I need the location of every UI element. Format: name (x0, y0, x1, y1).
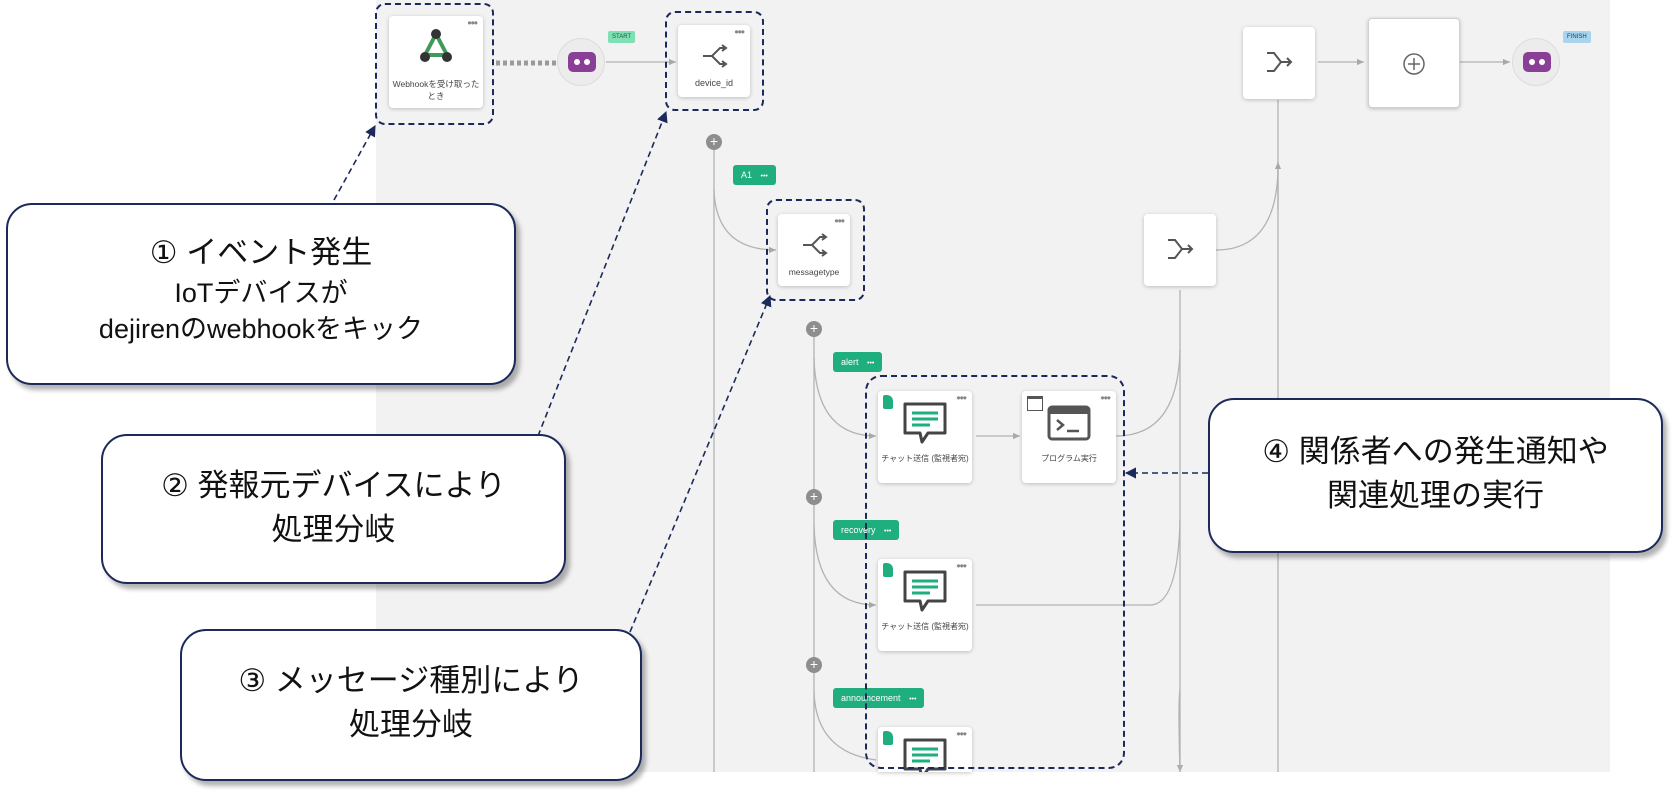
messagetype-branch-node[interactable]: ••• messagetype (778, 214, 850, 286)
merge-node-outer[interactable] (1243, 27, 1315, 99)
add-step-node[interactable] (1368, 18, 1460, 108)
merge-node-inner[interactable] (1144, 214, 1216, 286)
merge-icon (1264, 49, 1294, 80)
add-branch-button[interactable]: + (706, 134, 722, 150)
dejiren-logo-icon (883, 563, 893, 577)
device-id-node-label: device_id (694, 78, 734, 88)
node-menu-icon[interactable]: ••• (956, 559, 967, 573)
branch-tag-a1[interactable]: A1 ••• (733, 165, 776, 185)
dejiren-logo-icon (883, 395, 893, 409)
node-menu-icon[interactable]: ••• (834, 214, 845, 228)
start-robot-icon (557, 38, 605, 86)
branch-tag-label: announcement (841, 693, 901, 703)
program-node-label: プログラム実行 (1041, 454, 1097, 463)
add-branch-button[interactable]: + (806, 657, 822, 673)
branch-tag-alert[interactable]: alert ••• (833, 352, 883, 372)
node-menu-icon[interactable]: ••• (734, 25, 745, 39)
branch-tag-label: A1 (741, 170, 753, 180)
finish-robot-icon (1512, 38, 1560, 86)
highlight-messagetype (766, 199, 865, 301)
callout-event: ① イベント発生 IoTデバイスが dejirenのwebhookをキック (6, 203, 516, 385)
messagetype-node-label: messagetype (788, 267, 840, 277)
node-menu-icon[interactable]: ••• (467, 16, 478, 30)
terminal-small-icon (1027, 396, 1043, 411)
branch-icon (700, 43, 728, 74)
tag-menu-icon[interactable]: ••• (884, 528, 892, 535)
branch-icon (800, 232, 828, 263)
highlight-actions (865, 375, 1125, 769)
chat-node-label: チャット送信 (監視者宛) (881, 454, 969, 463)
callout-message-branch-text: ③ メッセージ種別により 処理分岐 (238, 663, 584, 742)
tag-menu-icon[interactable]: ••• (909, 696, 917, 703)
callout-message-branch: ③ メッセージ種別により 処理分岐 (180, 629, 642, 781)
chat-bubble-icon (902, 401, 948, 450)
dejiren-logo-icon (883, 731, 893, 745)
callout-actions-text: ④ 関係者への発生通知や 関連処理の実行 (1262, 434, 1609, 513)
program-execute-node[interactable]: ••• プログラム実行 (1022, 391, 1116, 483)
callout-actions: ④ 関係者への発生通知や 関連処理の実行 (1208, 398, 1663, 553)
branch-tag-label: recovery (841, 525, 876, 535)
branch-tag-label: alert (841, 357, 859, 367)
webhook-trigger-node[interactable]: ••• Webhookを受け取ったとき (389, 16, 483, 108)
chat-node-label: チャット送信 (監視者宛) (881, 622, 969, 631)
device-id-branch-node[interactable]: ••• device_id (678, 25, 750, 97)
add-branch-button[interactable]: + (806, 321, 822, 337)
chat-send-node-3[interactable]: ••• (878, 727, 972, 772)
webhook-icon (414, 27, 458, 72)
chat-send-node-2[interactable]: ••• チャット送信 (監視者宛) (878, 559, 972, 651)
chat-bubble-icon (902, 569, 948, 618)
node-menu-icon[interactable]: ••• (1100, 391, 1111, 405)
webhook-node-label: Webhookを受け取ったとき (392, 79, 480, 101)
chat-send-node-1[interactable]: ••• チャット送信 (監視者宛) (878, 391, 972, 483)
merge-icon (1165, 236, 1195, 267)
callout-device-branch: ② 発報元デバイスにより 処理分岐 (101, 434, 566, 584)
callout-event-body: IoTデバイスが dejirenのwebhookをキック (98, 278, 424, 344)
callout-event-title: ① イベント発生 (149, 235, 373, 270)
highlight-webhook (375, 3, 494, 125)
terminal-icon (1047, 405, 1091, 446)
start-flag: START (608, 31, 636, 43)
highlight-device-id (665, 11, 764, 111)
add-branch-button[interactable]: + (806, 489, 822, 505)
node-menu-icon[interactable]: ••• (956, 727, 967, 741)
finish-flag: FINISH (1563, 31, 1591, 43)
node-menu-icon[interactable]: ••• (956, 391, 967, 405)
tag-menu-icon[interactable]: ••• (760, 173, 768, 180)
tag-menu-icon[interactable]: ••• (867, 360, 875, 367)
chat-bubble-icon (902, 737, 948, 772)
branch-tag-announcement[interactable]: announcement ••• (833, 688, 925, 708)
add-circle-icon (1402, 52, 1426, 81)
callout-device-branch-text: ② 発報元デバイスにより 処理分岐 (161, 468, 506, 547)
